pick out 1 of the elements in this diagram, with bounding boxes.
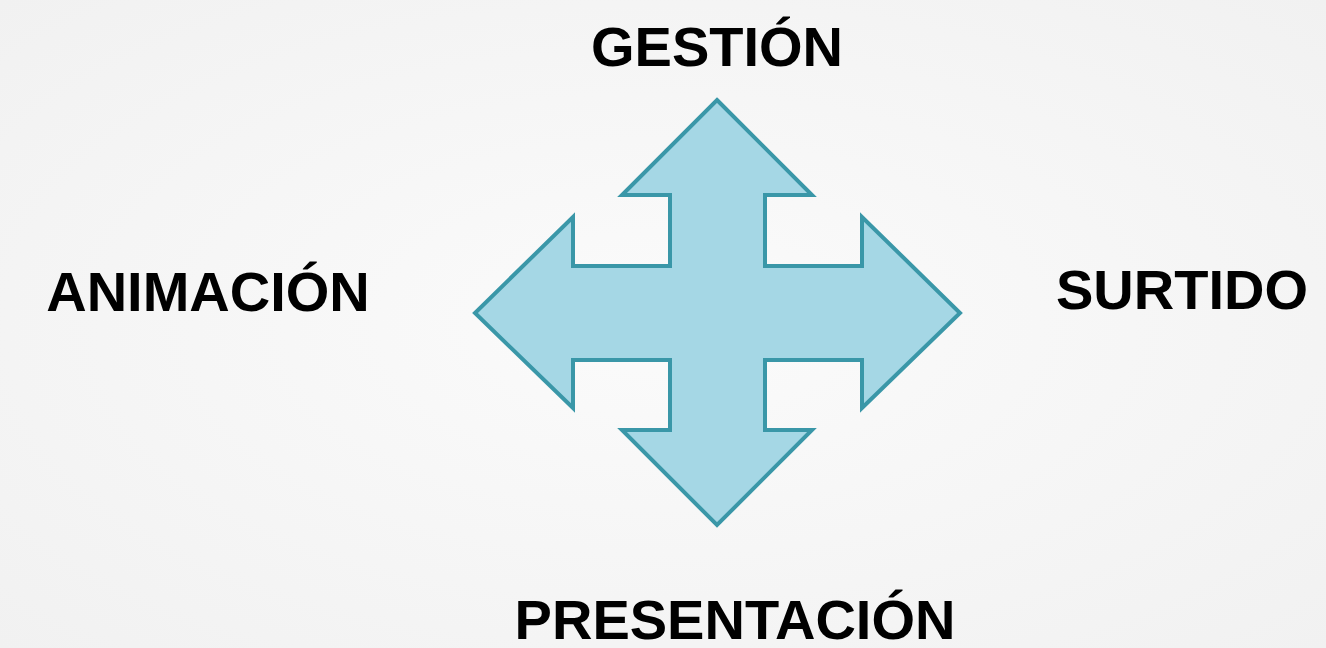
- direction-label: SURTIDO: [1056, 262, 1308, 318]
